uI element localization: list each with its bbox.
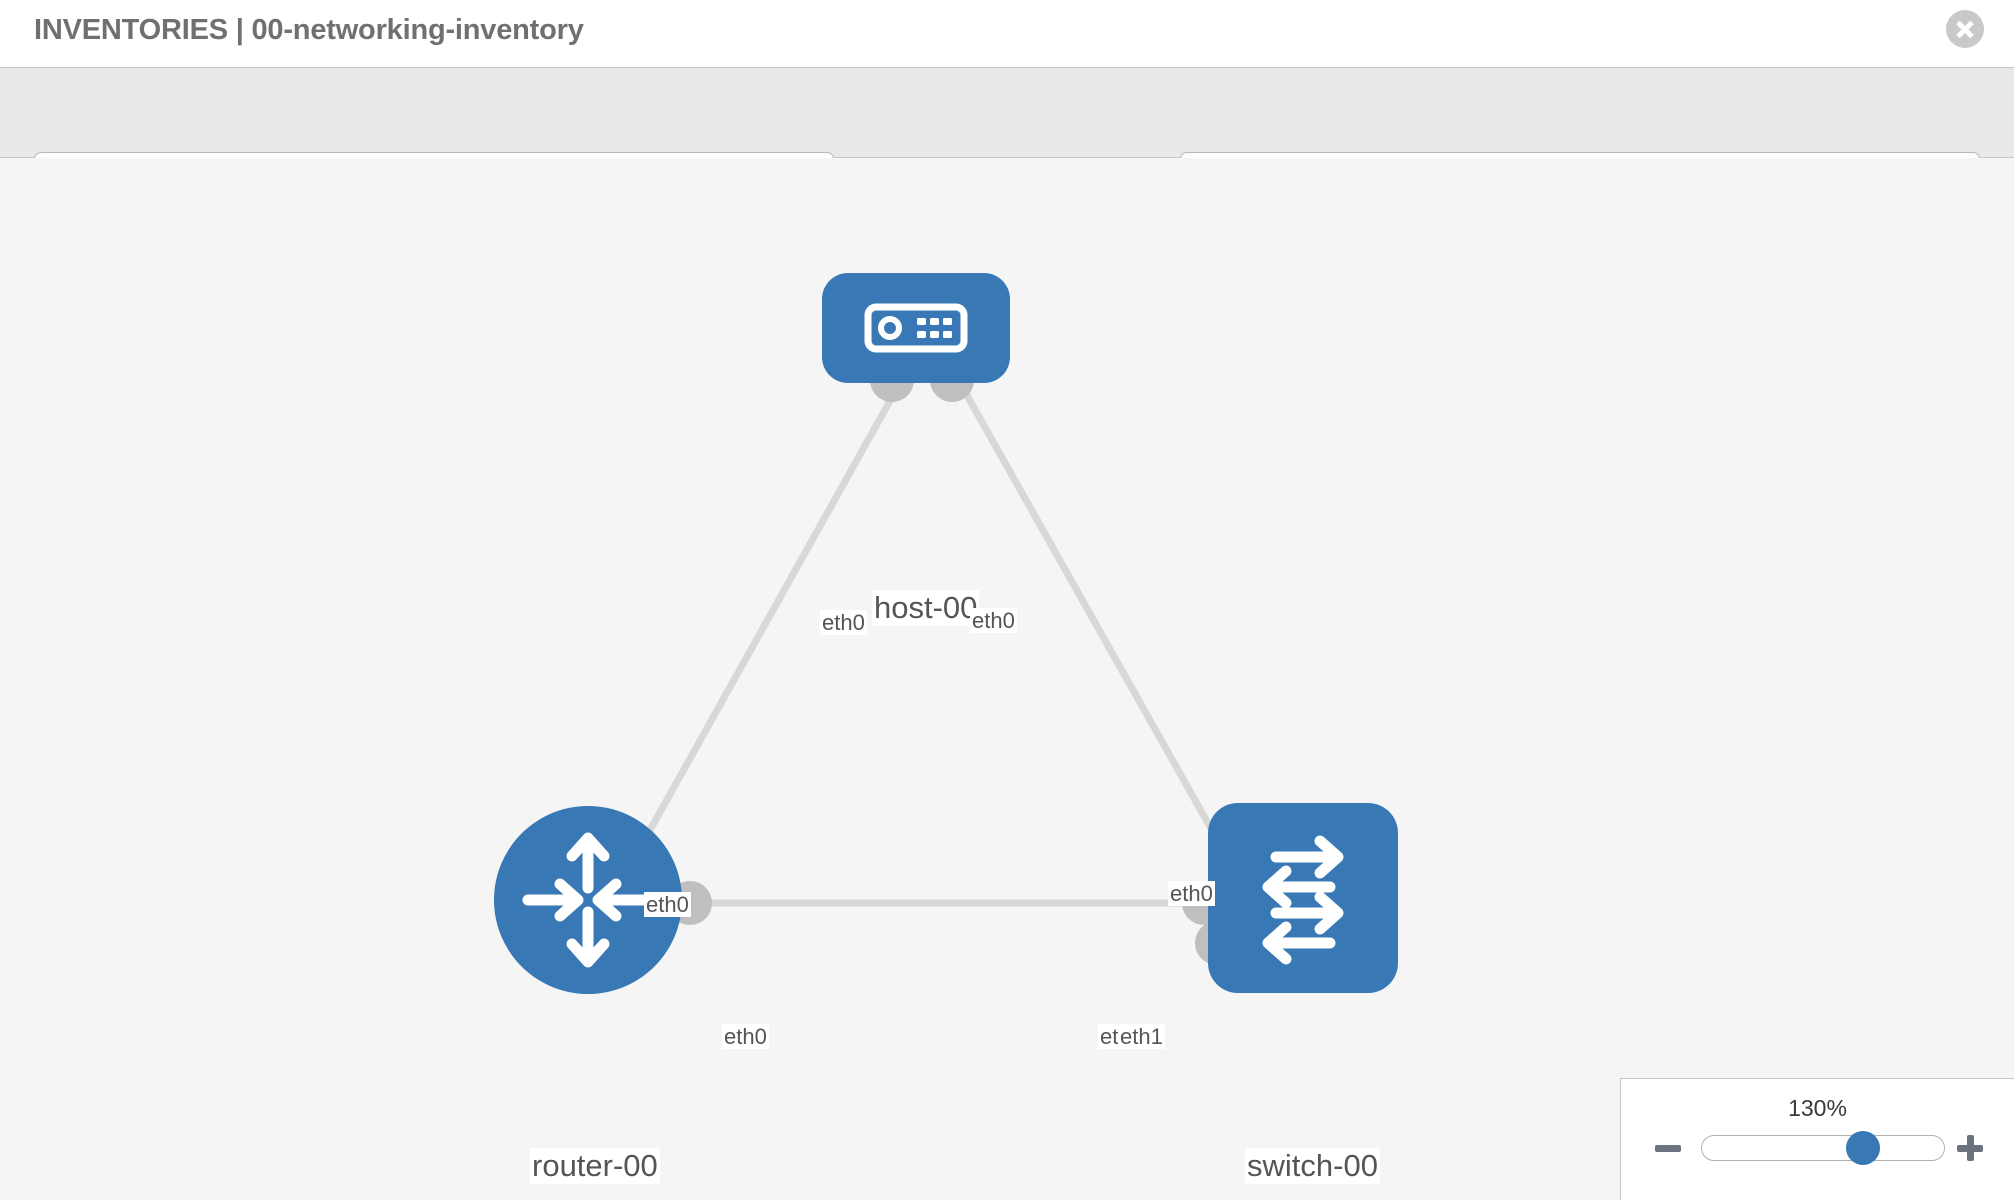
- topology-edges: [636, 379, 1226, 907]
- switch-arrows-icon: [1262, 835, 1344, 965]
- plus-icon-vertical: [1967, 1135, 1974, 1161]
- server-icon: [864, 303, 968, 353]
- topology-canvas[interactable]: host-00 router-00 switch-00 eth0 eth0 et…: [0, 158, 2014, 1200]
- router-arrows-icon: [522, 832, 654, 968]
- node-router-00[interactable]: [494, 806, 682, 994]
- zoom-in-button[interactable]: [1955, 1133, 1985, 1163]
- page-header: INVENTORIES | 00-networking-inventory: [0, 0, 2014, 68]
- node-switch-00[interactable]: [1208, 803, 1398, 993]
- edge-host-switch: [956, 379, 1226, 852]
- node-host-00[interactable]: [822, 273, 1010, 383]
- minus-icon: [1655, 1145, 1681, 1152]
- page-title: INVENTORIES | 00-networking-inventory: [34, 14, 584, 46]
- zoom-level-label: 130%: [1788, 1095, 1847, 1121]
- zoom-slider[interactable]: [1701, 1131, 1945, 1165]
- zoom-control-panel: 130%: [1620, 1078, 2014, 1200]
- zoom-out-button[interactable]: [1653, 1133, 1683, 1163]
- zoom-slider-thumb[interactable]: [1846, 1131, 1880, 1165]
- toolbar: ACTIONS SEARCH: [0, 68, 2014, 210]
- close-icon[interactable]: [1946, 10, 1984, 48]
- edge-host-router: [636, 379, 904, 852]
